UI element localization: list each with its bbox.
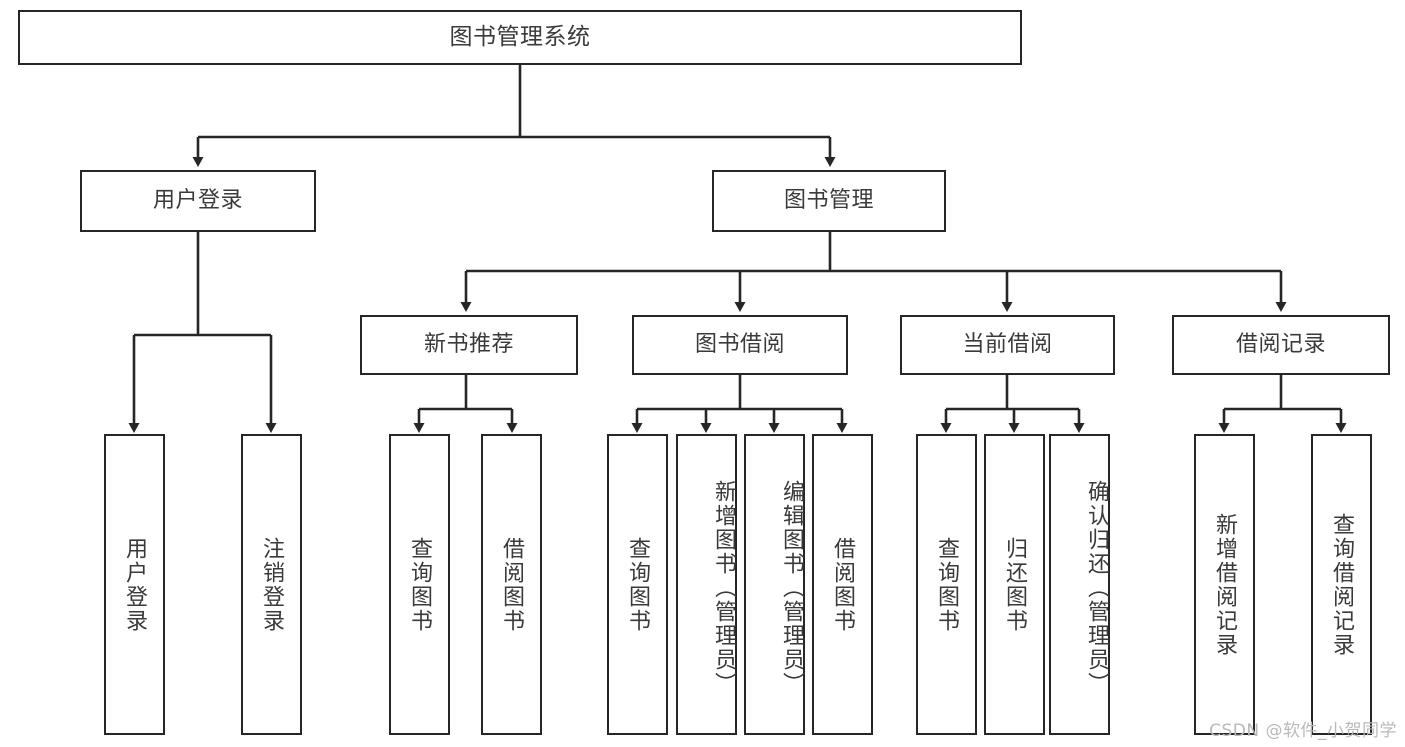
node-new-book-recommend-label: 新书推荐 bbox=[423, 331, 514, 357]
node-leaf-query-book-3[interactable]: 查询图书 bbox=[916, 434, 977, 735]
node-book-borrow-label: 图书借阅 bbox=[694, 331, 785, 357]
node-borrow-record-label: 借阅记录 bbox=[1235, 331, 1326, 357]
node-book-management[interactable]: 图书管理 bbox=[712, 170, 946, 232]
node-current-borrow[interactable]: 当前借阅 bbox=[900, 315, 1115, 375]
node-leaf-borrow-book-1[interactable]: 借阅图书 bbox=[481, 434, 542, 735]
node-root[interactable]: 图书管理系统 bbox=[18, 10, 1022, 65]
node-leaf-query-book-2-label: 查询图书 bbox=[625, 536, 651, 633]
node-leaf-borrow-book-1-label: 借阅图书 bbox=[499, 536, 525, 633]
node-borrow-record[interactable]: 借阅记录 bbox=[1172, 315, 1390, 375]
csdn-watermark: CSDN @软件_小贺同学 bbox=[1209, 721, 1397, 741]
node-leaf-user-login[interactable]: 用户登录 bbox=[104, 434, 165, 735]
node-leaf-add-book-label: 新增图书（管理员） bbox=[711, 479, 736, 696]
node-leaf-edit-book[interactable]: 编辑图书（管理员） bbox=[744, 434, 805, 735]
node-book-management-label: 图书管理 bbox=[783, 187, 874, 213]
node-leaf-logout-login[interactable]: 注销登录 bbox=[241, 434, 302, 735]
node-leaf-add-borrow-record[interactable]: 新增借阅记录 bbox=[1194, 434, 1255, 735]
node-leaf-confirm-return-label: 确认归还（管理员） bbox=[1084, 479, 1109, 696]
node-leaf-borrow-book-2-label: 借阅图书 bbox=[830, 536, 856, 633]
node-leaf-query-book-1-label: 查询图书 bbox=[407, 536, 433, 633]
node-current-borrow-label: 当前借阅 bbox=[962, 331, 1053, 357]
node-leaf-query-book-2[interactable]: 查询图书 bbox=[607, 434, 668, 735]
node-leaf-confirm-return[interactable]: 确认归还（管理员） bbox=[1049, 434, 1110, 735]
node-leaf-return-book-label: 归还图书 bbox=[1002, 536, 1028, 633]
node-leaf-edit-book-label: 编辑图书（管理员） bbox=[779, 479, 804, 696]
node-leaf-query-book-3-label: 查询图书 bbox=[934, 536, 960, 633]
node-root-label: 图书管理系统 bbox=[449, 23, 591, 50]
node-book-borrow[interactable]: 图书借阅 bbox=[632, 315, 848, 375]
node-user-login[interactable]: 用户登录 bbox=[80, 170, 316, 232]
node-new-book-recommend[interactable]: 新书推荐 bbox=[360, 315, 578, 375]
node-user-login-label: 用户登录 bbox=[152, 187, 243, 213]
node-leaf-query-borrow-record[interactable]: 查询借阅记录 bbox=[1311, 434, 1372, 735]
node-leaf-return-book[interactable]: 归还图书 bbox=[984, 434, 1045, 735]
node-leaf-query-borrow-record-label: 查询借阅记录 bbox=[1329, 512, 1355, 657]
node-leaf-logout-login-label: 注销登录 bbox=[259, 536, 285, 633]
node-leaf-user-login-label: 用户登录 bbox=[122, 536, 148, 633]
node-leaf-borrow-book-2[interactable]: 借阅图书 bbox=[812, 434, 873, 735]
node-leaf-query-book-1[interactable]: 查询图书 bbox=[389, 434, 450, 735]
node-leaf-add-borrow-record-label: 新增借阅记录 bbox=[1212, 512, 1238, 657]
node-leaf-add-book[interactable]: 新增图书（管理员） bbox=[676, 434, 737, 735]
